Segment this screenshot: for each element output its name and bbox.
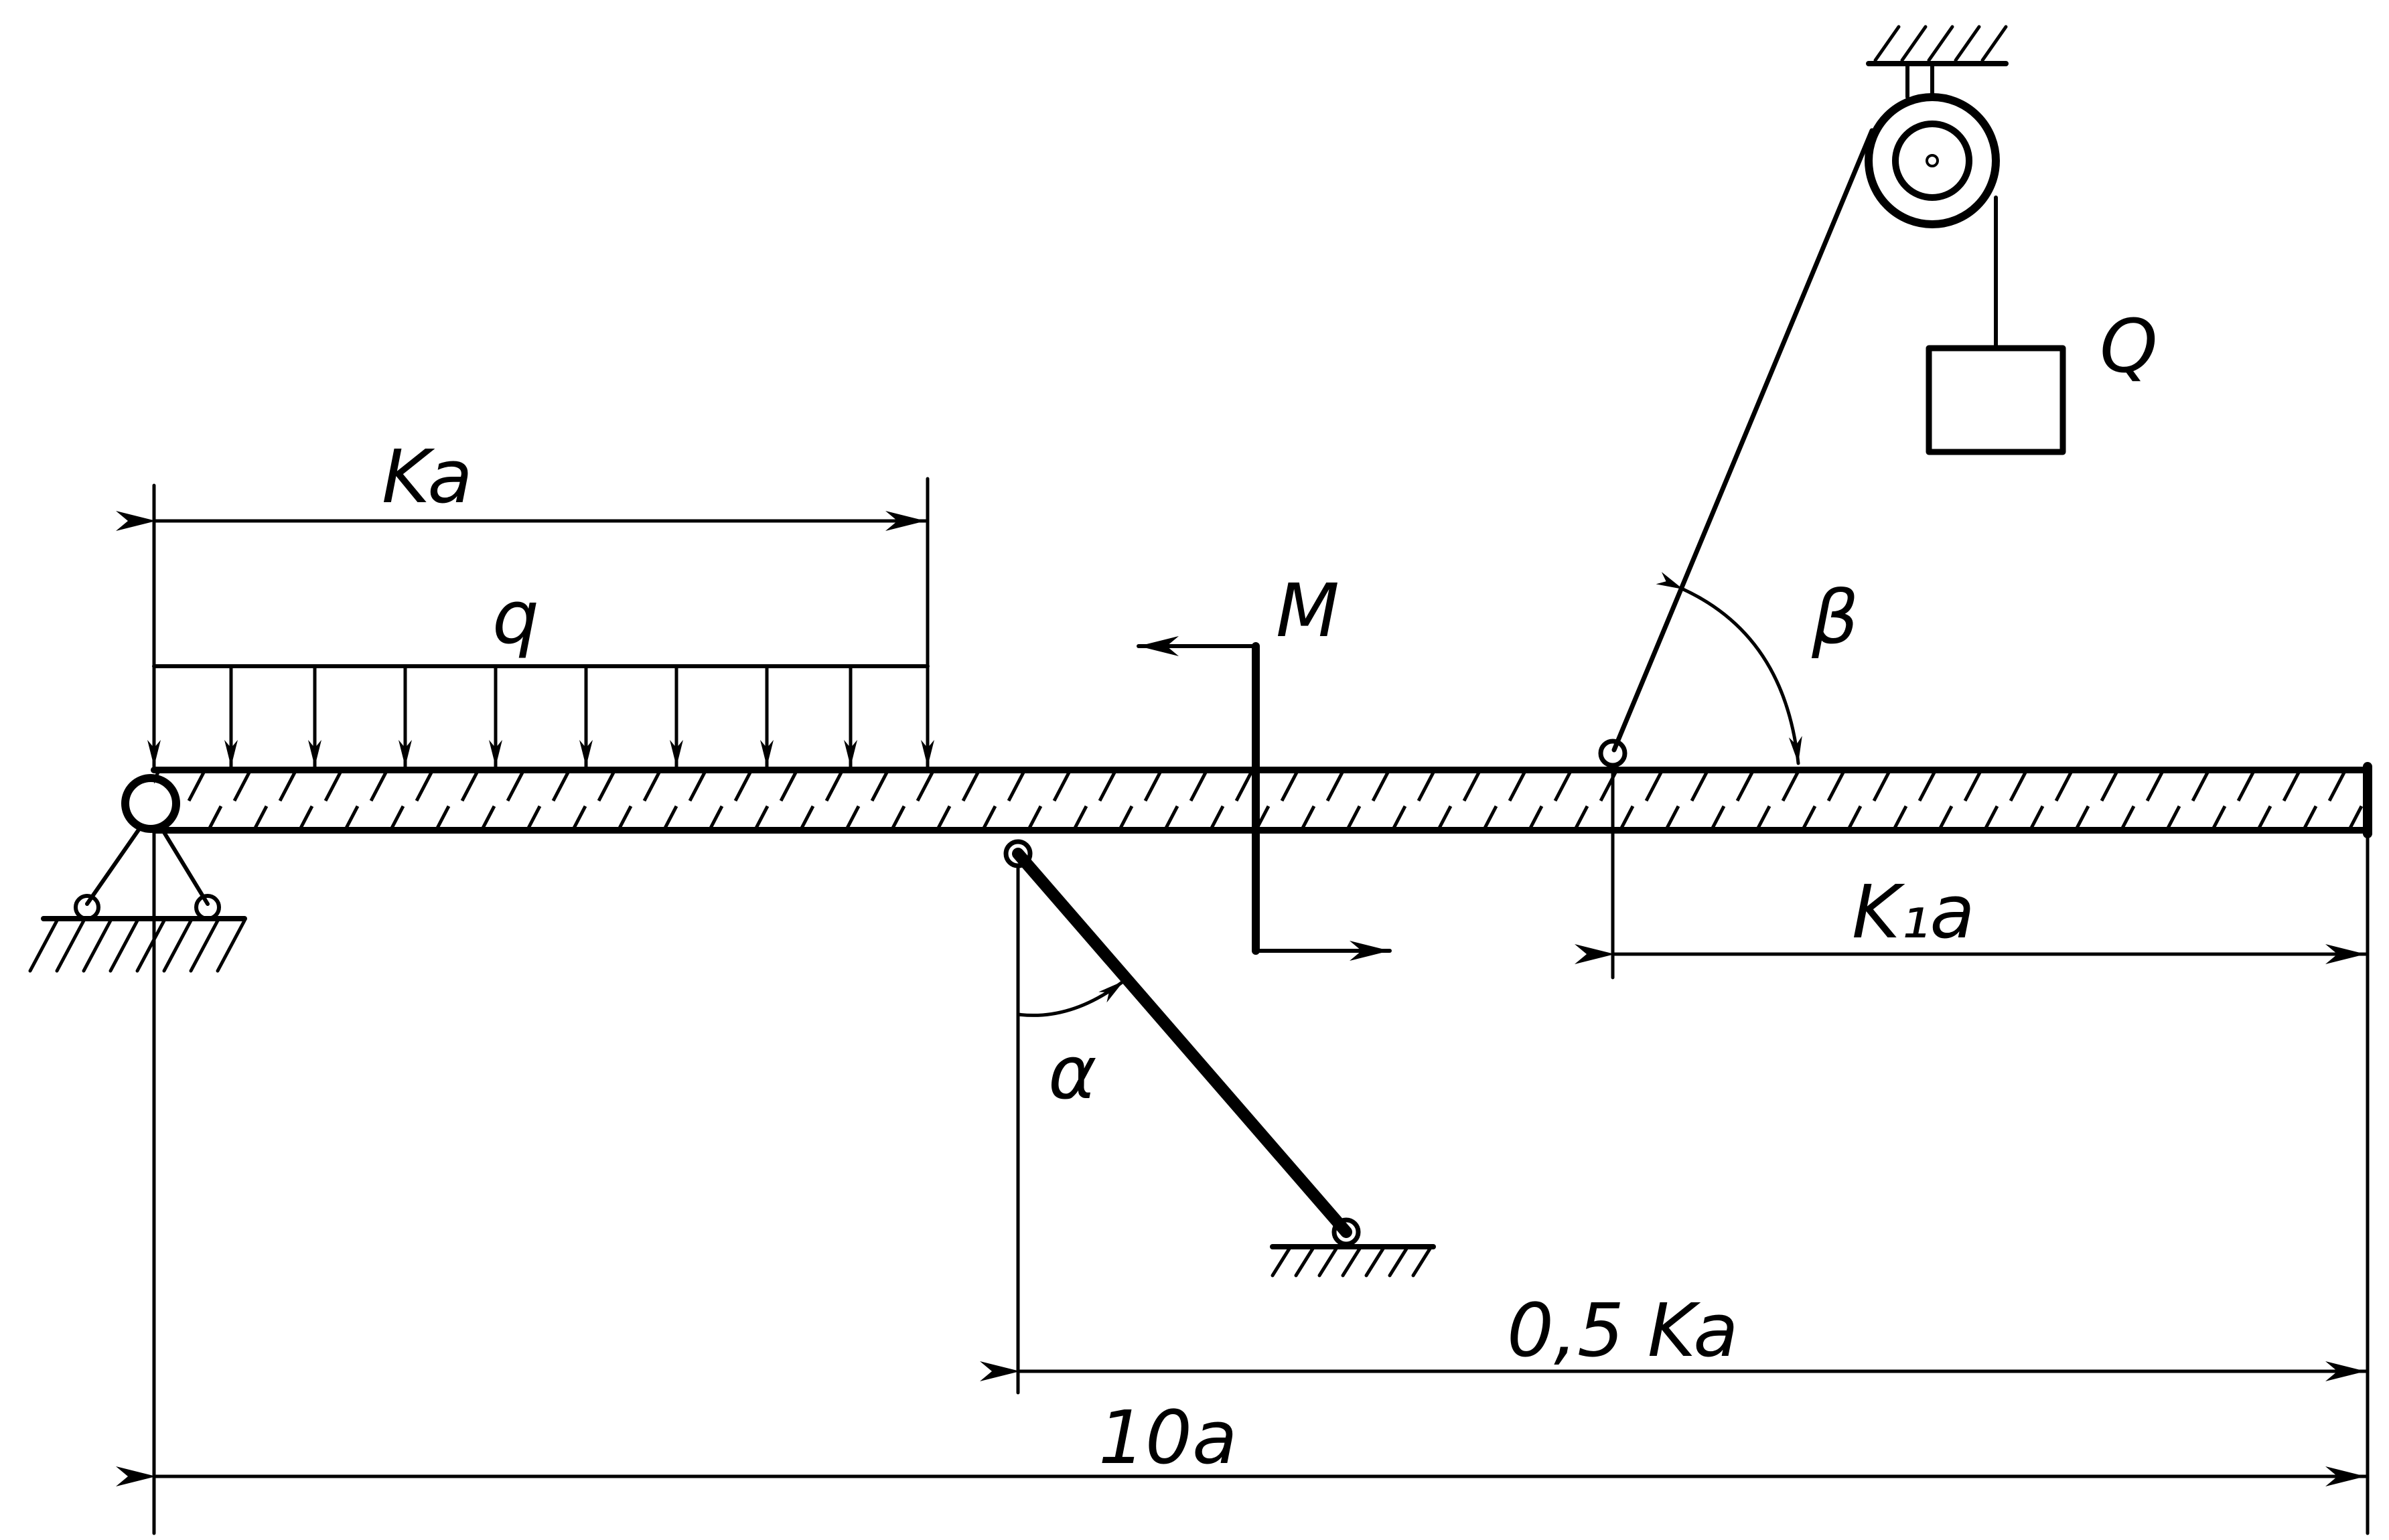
label-k1a: K₁a [1852, 869, 1975, 955]
label-ka-top: Ka [382, 434, 473, 520]
label-alpha: α [1048, 1030, 1097, 1115]
label-q-weight: Q [2100, 303, 2158, 389]
label-half-ka: 0,5 Ka [1507, 1288, 1739, 1373]
distributed-load: q [147, 574, 934, 769]
dimension-ten-a: 10a [116, 828, 2368, 1535]
beam [151, 762, 2372, 838]
dimension-half-ka: 0,5 Ka [980, 1288, 2368, 1381]
cable-pulley-weight: Q β [1598, 25, 2158, 768]
label-beta: β [1811, 574, 1859, 660]
label-q: q [492, 574, 539, 660]
pin-support [28, 774, 247, 973]
moment-couple: M [1137, 568, 1392, 961]
label-m: M [1276, 568, 1340, 653]
inclined-strut: α [1003, 839, 1436, 1395]
dimension-ka-top: Ka [116, 434, 930, 672]
dimension-k1a: K₁a [1575, 765, 2370, 1535]
label-ten-a: 10a [1098, 1395, 1237, 1480]
